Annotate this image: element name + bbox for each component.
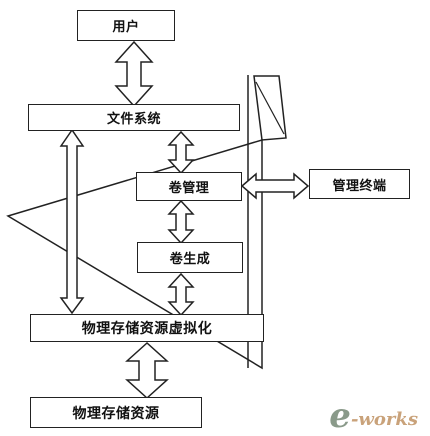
node-volume-management: 卷管理 <box>136 172 242 201</box>
node-physical-storage: 物理存储资源 <box>30 397 202 428</box>
node-user: 用户 <box>77 10 175 41</box>
watermark-works: -works <box>350 409 418 430</box>
arrow-virtualization-storage <box>125 341 169 400</box>
arrow-volume-generation <box>167 199 195 245</box>
corner-tag-diagonal <box>255 81 285 135</box>
node-physical-storage-virtualization: 物理存储资源虚拟化 <box>30 314 264 342</box>
arrow-generation-virtualization <box>167 272 195 317</box>
watermark-e: e <box>329 396 351 436</box>
e-works-watermark: e -works <box>329 399 418 433</box>
arrow-filesystem-virtualization <box>59 128 85 315</box>
node-volume-generation: 卷生成 <box>137 242 243 273</box>
arrow-volume-terminal <box>240 172 310 200</box>
node-management-terminal: 管理终端 <box>309 169 410 199</box>
triangle-overlay <box>6 138 263 370</box>
node-file-system: 文件系统 <box>28 104 240 131</box>
